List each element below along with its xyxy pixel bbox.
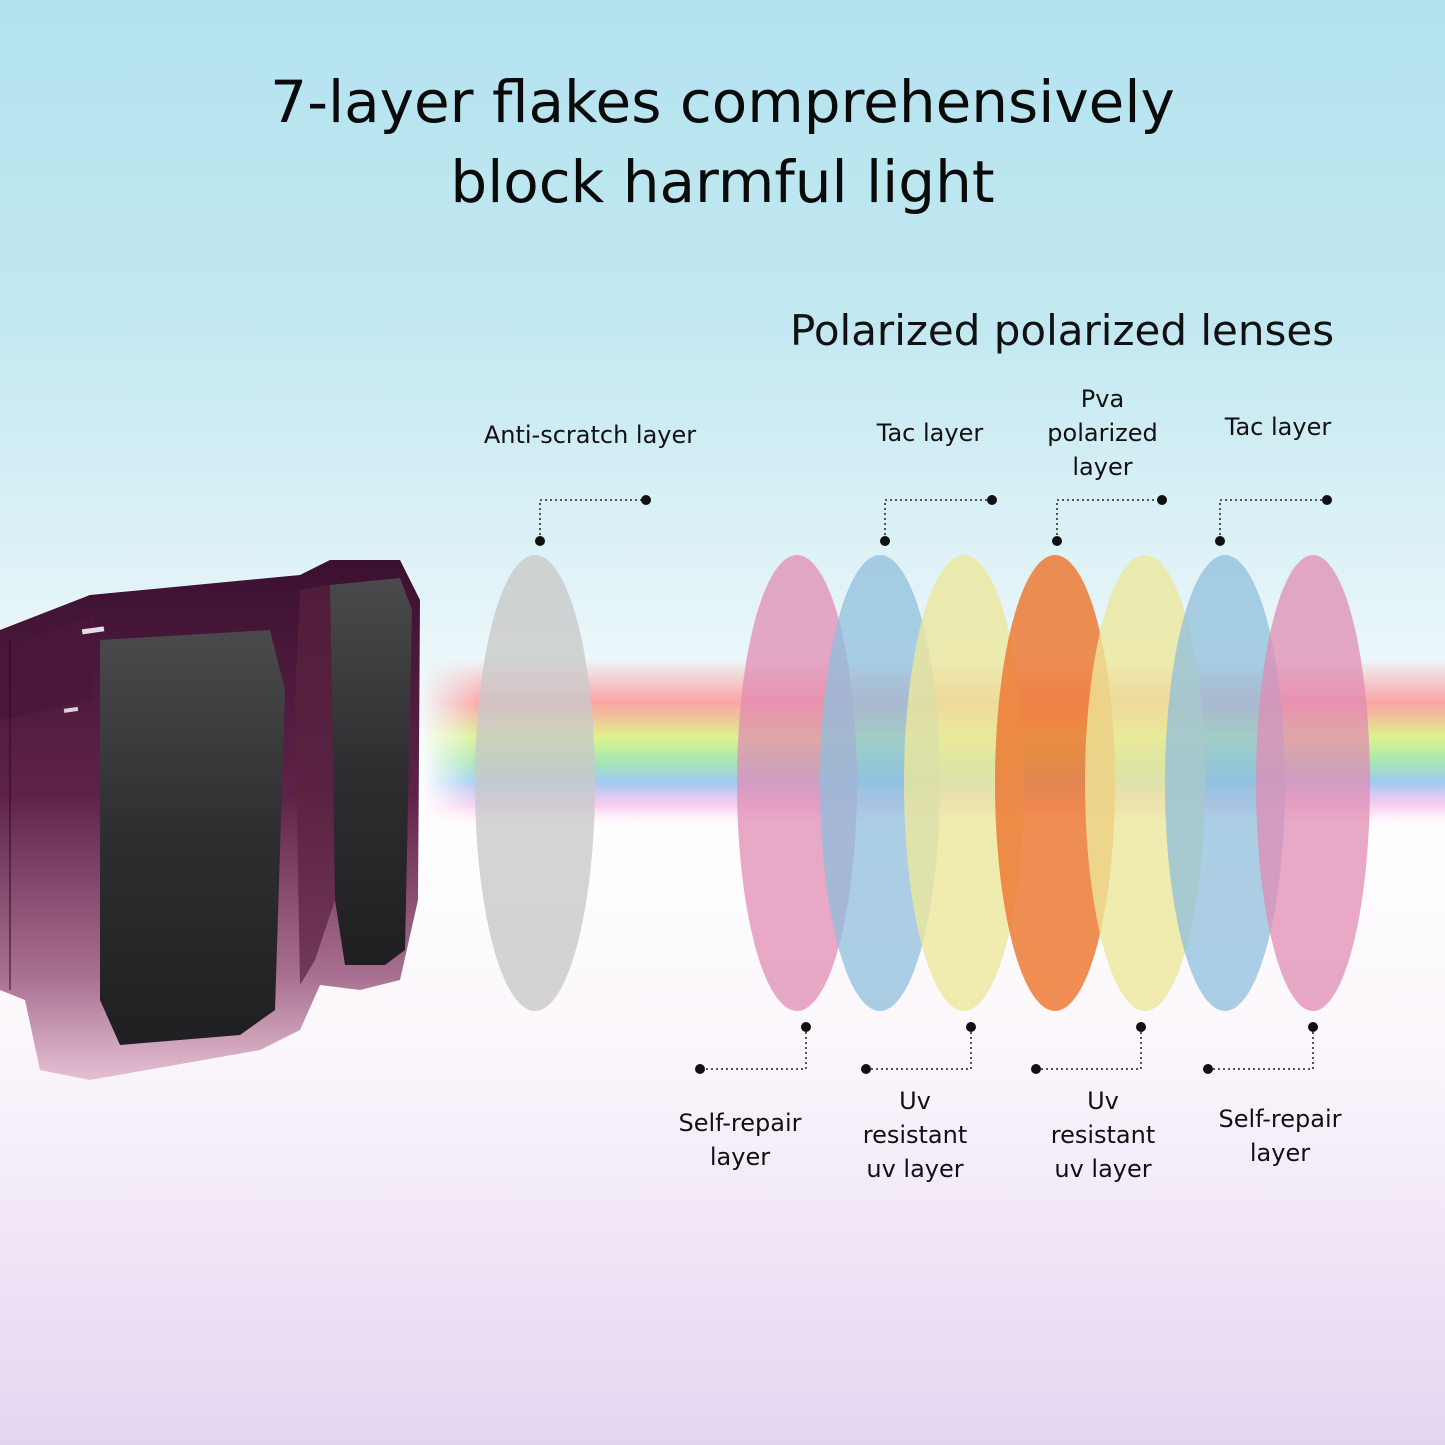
bottom-leader-dots	[695, 1022, 1318, 1074]
main-heading: 7-layer flakes comprehensively block har…	[0, 62, 1445, 222]
subheading: Polarized polarized lenses	[790, 306, 1335, 355]
label-uv-resistant-layer-2: Uv resistant uv layer	[1050, 1087, 1156, 1183]
tac-disc-2	[1165, 555, 1285, 1011]
top-leader-dots	[535, 495, 1332, 546]
pva-disc	[995, 555, 1115, 1011]
uv-disc-1	[904, 555, 1024, 1011]
label-tac-layer-2: Tac layer	[1224, 413, 1332, 441]
heading-line-2: block harmful light	[450, 148, 995, 216]
bottom-leader-lines	[700, 1027, 1314, 1070]
tac-disc-1	[820, 555, 940, 1011]
self-repair-disc-2	[1256, 555, 1370, 1011]
sunglasses-image	[0, 560, 420, 1080]
heading-line-1: 7-layer flakes comprehensively	[270, 68, 1175, 136]
label-tac-layer-1: Tac layer	[876, 419, 984, 447]
label-uv-resistant-layer-1: Uv resistant uv layer	[862, 1087, 968, 1183]
label-pva-polarized-layer: Pva polarized layer	[1047, 385, 1158, 481]
anti-scratch-disc	[475, 555, 595, 1011]
label-self-repair-layer-1: Self-repair layer	[678, 1109, 802, 1171]
label-anti-scratch-layer: Anti-scratch layer	[483, 421, 697, 449]
top-leader-lines	[539, 499, 1327, 540]
label-self-repair-layer-2: Self-repair layer	[1218, 1105, 1342, 1167]
self-repair-disc-1	[737, 555, 857, 1011]
